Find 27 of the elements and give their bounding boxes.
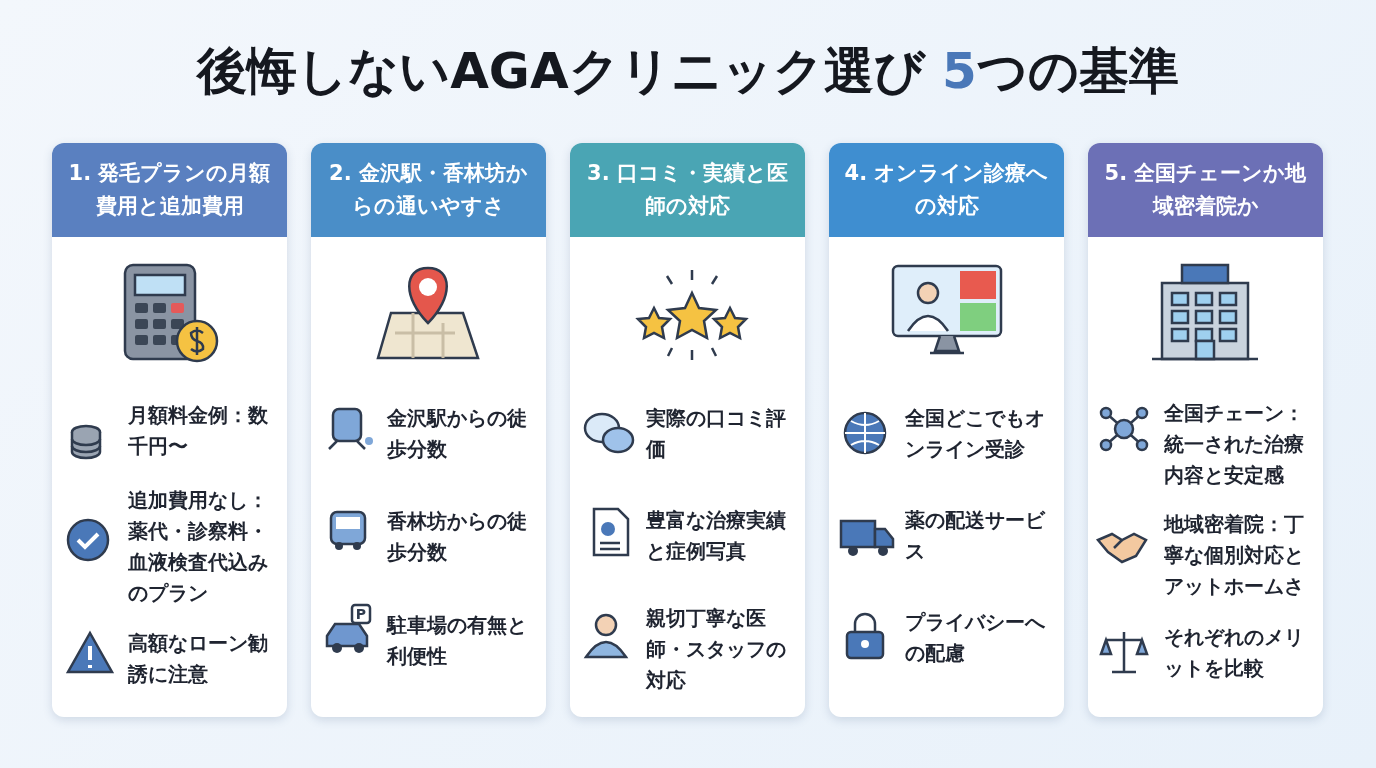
criterion-card <box>829 143 1064 717</box>
item-text: 地域密着院：丁寧な個別対応とアットホームさ <box>1164 509 1320 602</box>
card-header: 1. 発毛プランの月額費用と追加費用 <box>52 143 287 237</box>
card-header: 3. 口コミ・実績と医師の対応 <box>570 143 805 237</box>
item-text: 香林坊からの徒歩分数 <box>387 506 543 568</box>
item-text: 駐車場の有無と利便性 <box>387 610 543 672</box>
card-header: 5. 全国チェーンか地域密着院か <box>1088 143 1323 237</box>
item-text: 薬の配送サービス <box>905 505 1061 567</box>
item-text: 月額料金例：数千円〜 <box>128 400 284 462</box>
criterion-card <box>52 143 287 717</box>
item-text: それぞれのメリットを比較 <box>1164 622 1320 684</box>
item-text: 全国チェーン：統一された治療内容と安定感 <box>1164 398 1320 491</box>
criterion-card <box>570 143 805 717</box>
item-text: 実際の口コミ評価 <box>646 403 802 465</box>
item-text: 追加費用なし：薬代・診察料・血液検査代込みのプラン <box>128 485 284 609</box>
item-text: 親切丁寧な医師・スタッフの対応 <box>646 603 802 696</box>
item-text: 金沢駅からの徒歩分数 <box>387 403 543 465</box>
title: 後悔しないAGAクリニック選び 5つの基準 <box>195 41 1180 102</box>
item-text: 高額なローン勧誘に注意 <box>128 628 284 690</box>
item-text: 全国どこでもオンライン受診 <box>905 403 1061 465</box>
parking-sign: P <box>351 604 371 624</box>
item-text: プライバシーへの配慮 <box>905 607 1061 669</box>
card-header: 4. オンライン診療への対応 <box>829 143 1064 237</box>
criterion-card <box>1088 143 1323 717</box>
criterion-card <box>311 143 546 717</box>
item-text: 豊富な治療実績と症例写真 <box>646 505 802 567</box>
card-header: 2. 金沢駅・香林坊からの通いやすさ <box>311 143 546 237</box>
